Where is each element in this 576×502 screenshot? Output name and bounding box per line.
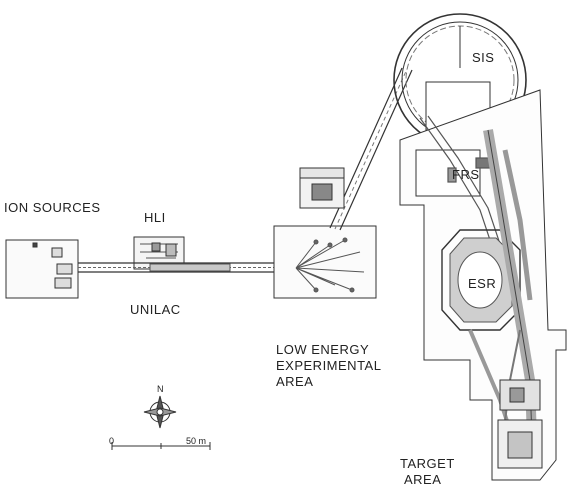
unilac-beamline xyxy=(78,262,300,273)
target-area-label-line2: AREA xyxy=(404,472,442,487)
low-energy-beamlines xyxy=(295,237,365,293)
unilac-label: UNILAC xyxy=(130,302,181,317)
ion-source-unit xyxy=(54,277,72,289)
esr-label: ESR xyxy=(468,276,497,291)
scale-bar-start-label: 0 xyxy=(109,436,115,446)
target-area-label-line1: TARGET xyxy=(400,456,455,471)
ion-source-unit xyxy=(51,247,63,258)
esr-ring xyxy=(441,229,521,331)
low-energy-area-label-line1: LOW ENERGY xyxy=(276,342,370,357)
north-compass xyxy=(143,395,177,429)
sis-label: SIS xyxy=(472,50,495,65)
frs-label: FRS xyxy=(452,167,480,182)
compass-north-label: N xyxy=(157,384,164,394)
low-energy-area-label-line2: EXPERIMENTAL xyxy=(276,358,382,373)
scale-bar xyxy=(111,442,211,450)
low-energy-area-label-line3: AREA xyxy=(276,374,314,389)
scale-bar-end-label: 50 m xyxy=(186,436,207,446)
hli-label: HLI xyxy=(144,210,166,225)
low-energy-hall xyxy=(273,225,377,299)
ion-sources-label: ION SOURCES xyxy=(4,200,101,215)
target-hall xyxy=(497,419,543,469)
ion-source-unit xyxy=(56,263,73,275)
